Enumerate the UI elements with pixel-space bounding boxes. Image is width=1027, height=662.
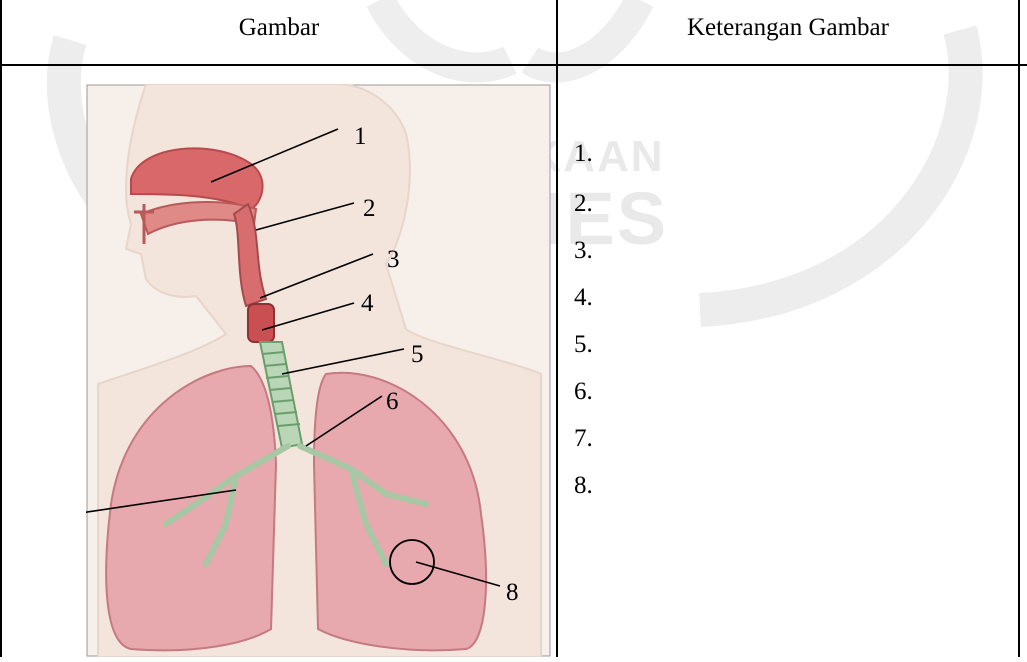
figure-label-5: 5 xyxy=(411,341,424,368)
larynx xyxy=(248,304,274,342)
keterangan-item-8: 8. xyxy=(574,462,593,509)
figure-label-2: 2 xyxy=(363,195,376,222)
keterangan-item-5: 5. xyxy=(574,321,593,368)
header-gambar: Gambar xyxy=(2,14,556,42)
figure-label-8: 8 xyxy=(506,579,519,606)
keterangan-item-2: 2. xyxy=(574,180,593,227)
table-header-divider xyxy=(0,64,1027,66)
figure-label-6: 6 xyxy=(386,388,399,415)
keterangan-list: 1. 2. 3. 4. 5. 6. 7. 8. xyxy=(574,130,593,509)
table-border-right xyxy=(1018,0,1020,657)
figure-label-3: 3 xyxy=(387,246,400,273)
keterangan-item-4: 4. xyxy=(574,274,593,321)
header-keterangan: Keterangan Gambar xyxy=(558,14,1018,42)
respiratory-system-figure: 1 2 3 4 5 6 7 8 xyxy=(86,84,551,657)
table-column-divider xyxy=(556,0,558,657)
keterangan-item-3: 3. xyxy=(574,227,593,274)
figure-label-1: 1 xyxy=(354,123,367,150)
figure-label-4: 4 xyxy=(361,290,374,317)
keterangan-item-1: 1. xyxy=(574,130,593,177)
keterangan-item-7: 7. xyxy=(574,415,593,462)
table-border-left xyxy=(0,0,2,657)
respiratory-diagram: 1 2 3 4 5 6 7 8 xyxy=(86,84,551,657)
keterangan-item-6: 6. xyxy=(574,368,593,415)
